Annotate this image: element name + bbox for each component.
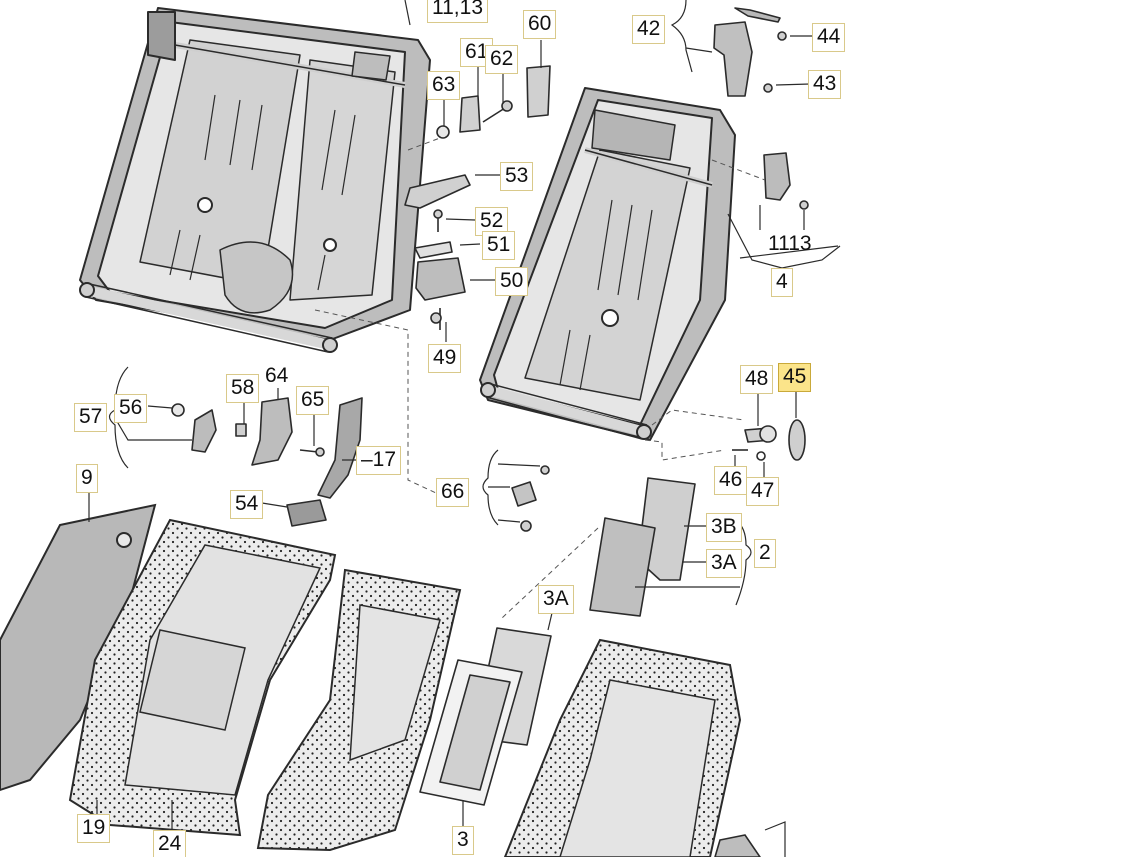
callout-9[interactable]: 9 — [76, 464, 98, 493]
callout-64[interactable]: 64 — [265, 364, 289, 387]
callout-54[interactable]: 54 — [230, 490, 264, 519]
callout-65[interactable]: 65 — [296, 386, 330, 415]
callout-3[interactable]: 3 — [452, 826, 474, 855]
side-trim-panel — [0, 503, 157, 792]
callout-62[interactable]: 62 — [485, 45, 519, 74]
callout-60[interactable]: 60 — [523, 10, 557, 39]
dashed-reference-lines — [314, 137, 766, 619]
callout-1113[interactable]: 1113 — [768, 232, 812, 255]
callout-42[interactable]: 42 — [632, 15, 666, 44]
callout-17[interactable]: –17 — [356, 446, 402, 475]
callout-3a-right[interactable]: 3A — [706, 549, 742, 578]
callout-47[interactable]: 47 — [746, 477, 780, 506]
callout-11-13-top[interactable]: 11,13 — [427, 0, 488, 23]
callout-51[interactable]: 51 — [482, 231, 516, 260]
callout-49[interactable]: 49 — [428, 344, 462, 373]
callout-3a-mid[interactable]: 3A — [538, 585, 574, 614]
callout-45[interactable]: 45 — [778, 363, 812, 392]
seat-back-cover-right — [503, 638, 742, 857]
seat-back-cover-left — [68, 518, 337, 837]
callout-24[interactable]: 24 — [153, 830, 187, 857]
callout-4[interactable]: 4 — [771, 268, 793, 297]
seat-back-frame-right — [479, 87, 736, 441]
bottom-right-bracket — [714, 834, 761, 857]
callout-66[interactable]: 66 — [436, 478, 470, 507]
callout-46[interactable]: 46 — [714, 466, 748, 495]
callout-3b[interactable]: 3B — [706, 513, 742, 542]
hardware-parts — [171, 7, 809, 806]
callout-57[interactable]: 57 — [74, 403, 108, 432]
callout-19[interactable]: 19 — [77, 814, 111, 843]
callout-50[interactable]: 50 — [495, 267, 529, 296]
seat-back-cover-middle — [256, 568, 462, 852]
callout-44[interactable]: 44 — [812, 23, 846, 52]
callout-48[interactable]: 48 — [740, 365, 774, 394]
callout-63[interactable]: 63 — [427, 71, 461, 100]
callout-2[interactable]: 2 — [754, 539, 776, 568]
callout-43[interactable]: 43 — [808, 70, 842, 99]
seat-back-frame-left — [79, 7, 431, 353]
callout-53[interactable]: 53 — [500, 162, 534, 191]
callout-58[interactable]: 58 — [226, 374, 260, 403]
callout-56[interactable]: 56 — [114, 394, 148, 423]
